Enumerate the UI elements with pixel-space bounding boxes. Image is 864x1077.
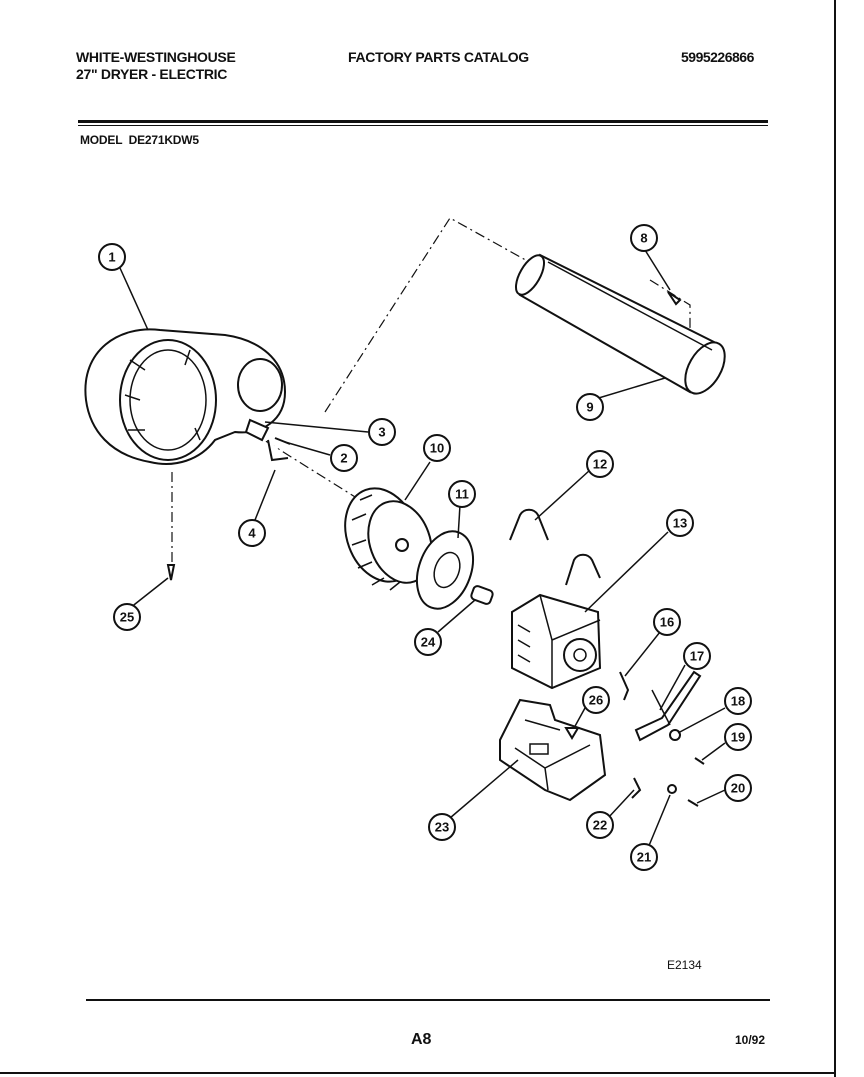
svg-text:24: 24 [421,635,436,650]
header-rule [78,120,768,123]
screw-19 [694,757,705,765]
svg-text:12: 12 [593,457,607,472]
callout-3: 3 [368,418,396,446]
svg-text:3: 3 [378,425,385,440]
scan-border-bottom [0,1072,836,1074]
callout-18: 18 [724,687,752,715]
callout-8: 8 [630,224,658,252]
bracket-4 [267,439,289,462]
svg-text:10: 10 [430,441,444,456]
callout-21: 21 [630,843,658,871]
idler-arm-17 [634,670,702,742]
callout-1: 1 [98,243,126,271]
leader-lines [119,249,726,849]
revision-date: 10/92 [735,1033,766,1047]
svg-text:18: 18 [731,694,745,709]
svg-text:17: 17 [690,649,704,664]
motor-clip-lower [565,553,601,586]
alignment-line-drum [324,217,541,413]
svg-text:2: 2 [340,451,347,466]
svg-text:4: 4 [248,526,256,541]
alignment-line-8 [649,279,691,335]
callout-19: 19 [724,723,752,751]
product-type: 27" DRYER - ELECTRIC [76,66,228,82]
svg-text:20: 20 [731,781,745,796]
drum-cylinder [515,253,726,395]
screw-20 [687,799,699,807]
callout-12: 12 [586,450,614,478]
screw-26 [564,727,580,740]
svg-text:22: 22 [593,818,607,833]
callout-23: 23 [428,813,456,841]
callout-24: 24 [414,628,442,656]
model-number: DE271KDW5 [128,133,199,147]
page-number: A8 [411,1031,432,1048]
svg-text:25: 25 [120,610,134,625]
svg-text:21: 21 [637,850,651,865]
scan-border-right [834,0,836,1077]
motor-mount-bracket [499,698,607,802]
callout-2: 2 [330,444,358,472]
idler-pulley-18 [669,729,681,741]
svg-text:16: 16 [660,615,674,630]
coupling [470,585,494,605]
svg-text:1: 1 [108,250,115,265]
svg-text:13: 13 [673,516,687,531]
screw-25 [166,564,176,581]
svg-text:23: 23 [435,820,449,835]
callout-20: 20 [724,774,752,802]
callout-10: 10 [423,434,451,462]
callout-4: 4 [238,519,266,547]
callout-16: 16 [653,608,681,636]
svg-text:19: 19 [731,730,745,745]
model-label: MODEL [80,133,123,147]
bearing-3 [244,418,270,442]
catalog-number: 5995226866 [681,49,754,65]
blower-wheel [344,487,433,591]
svg-text:11: 11 [455,487,469,502]
footer-rule [86,999,770,1001]
svg-text:8: 8 [640,231,647,246]
brand-name: WHITE-WESTINGHOUSE [76,49,236,65]
washer-21 [667,784,677,794]
svg-text:26: 26 [589,693,603,708]
blower-housing [84,328,287,465]
svg-text:9: 9 [586,400,593,415]
callout-26: 26 [582,686,610,714]
diagram-code: E2134 [667,958,702,972]
callout-13: 13 [666,509,694,537]
model-line: MODEL DE271KDW5 [80,133,199,147]
callout-17: 17 [683,642,711,670]
catalog-title: FACTORY PARTS CATALOG [348,49,529,65]
callout-9: 9 [576,393,604,421]
header-rule-thin [78,125,768,126]
spring-clip-16 [619,671,630,701]
screw-8 [667,291,682,306]
callout-22: 22 [586,811,614,839]
callout-25: 25 [113,603,141,631]
spring-22 [631,777,642,799]
callout-11: 11 [448,480,476,508]
drive-motor [511,593,602,690]
